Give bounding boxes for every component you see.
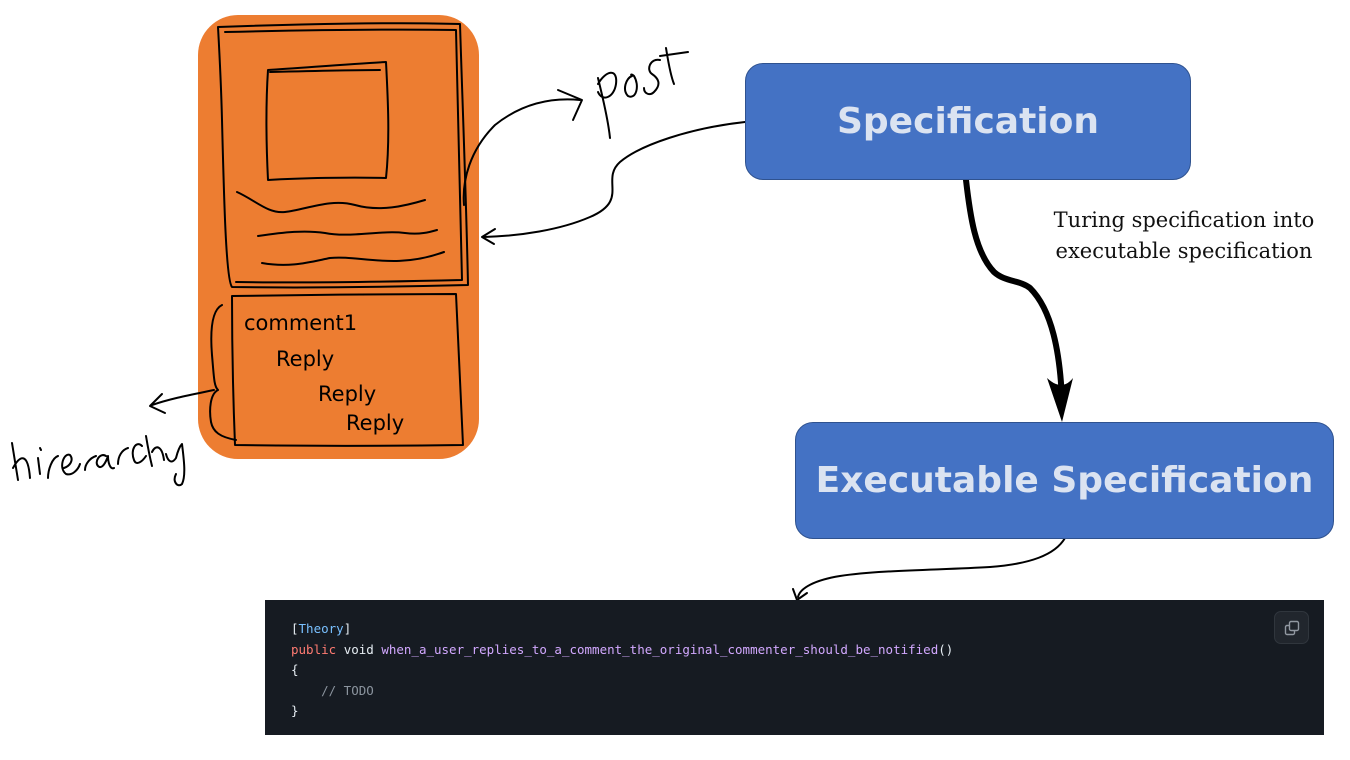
transition-note-line-2: executable specification: [1055, 239, 1313, 263]
attribute-close-bracket: ]: [343, 621, 352, 636]
attribute-open-bracket: [: [291, 621, 299, 636]
reply-level-1: Reply: [276, 347, 335, 371]
copy-icon: [1284, 620, 1299, 635]
hierarchy-arrow: [151, 389, 215, 406]
copy-code-button[interactable]: [1274, 611, 1309, 644]
code-line-close-brace: }: [291, 703, 299, 718]
keyword-void: void: [343, 641, 374, 657]
hierarchy-brace: [209, 304, 237, 441]
executable-specification-box: Executable Specification: [795, 422, 1334, 539]
code-line-comment: // TODO: [291, 681, 1298, 702]
reply-level-3: Reply: [346, 411, 405, 435]
reply-level-2: Reply: [318, 382, 377, 406]
post-text-line-2: [257, 229, 438, 237]
post-arrow: [462, 98, 581, 206]
post-frame: [217, 22, 469, 289]
code-line-open-brace: {: [291, 662, 299, 677]
comments-frame: [231, 293, 464, 447]
comment-label: comment1: [244, 311, 358, 335]
code-line-signature: public void when_a_user_replies_to_a_com…: [291, 640, 1298, 661]
post-frame-inner: [224, 28, 463, 284]
code-line-attribute: [Theory]: [291, 619, 1298, 640]
post-text-line-1: [236, 191, 426, 214]
todo-comment: // TODO: [321, 682, 374, 698]
method-name: when_a_user_replies_to_a_comment_the_ori…: [381, 641, 939, 657]
spec-to-exec-arrow: [963, 177, 1065, 403]
exec-to-code-arrow: [797, 537, 1066, 598]
post-text-line-3: [261, 251, 445, 266]
method-params: (): [938, 641, 954, 657]
post-image-placeholder: [265, 61, 390, 181]
post-mockup-card: [198, 15, 479, 459]
specification-box: Specification: [745, 63, 1191, 180]
post-handwriting: [597, 47, 689, 139]
spec-to-post-arrow: [483, 121, 746, 238]
specification-label: Specification: [836, 101, 1100, 142]
keyword-public: public: [291, 641, 337, 657]
code-snippet: [Theory] public void when_a_user_replies…: [265, 600, 1324, 735]
executable-specification-label: Executable Specification: [815, 460, 1314, 501]
attribute-name: Theory: [298, 621, 344, 636]
hierarchy-handwriting: [11, 435, 186, 487]
transition-note: Turing specification into executable spe…: [1018, 205, 1350, 267]
spec-to-exec-arrowhead: [1047, 378, 1073, 422]
transition-note-line-1: Turing specification into: [1053, 208, 1315, 232]
